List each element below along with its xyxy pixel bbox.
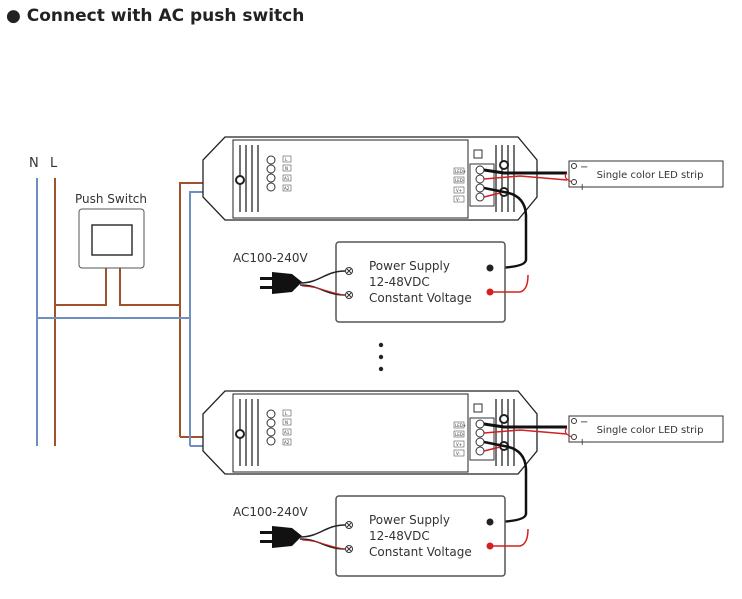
led-strip-label: Single color LED strip bbox=[597, 170, 704, 181]
terminal-l: L bbox=[285, 157, 288, 162]
terminal-a2: A2 bbox=[284, 186, 290, 191]
led-strip-2-label: Single color LED strip bbox=[597, 425, 704, 436]
live-label: L bbox=[50, 156, 58, 171]
controller-1: L N A1 A2 LED+ LED- V+ V- bbox=[202, 136, 568, 270]
ac-input-label-2: AC100-240V bbox=[233, 505, 309, 519]
ps2-line-3: Constant Voltage bbox=[369, 545, 472, 559]
led-strip-1 bbox=[564, 160, 724, 188]
ps2-line-1: Power Supply bbox=[369, 513, 450, 527]
live-to-switch-wire bbox=[55, 268, 107, 306]
more-units-ellipsis bbox=[378, 342, 384, 372]
switch-output-wire bbox=[119, 268, 180, 306]
led-strip-minus: − bbox=[580, 162, 588, 173]
ps-line-3: Constant Voltage bbox=[369, 291, 472, 305]
ps-line-2: 12-48VDC bbox=[369, 275, 430, 289]
page-title: ● Connect with AC push switch bbox=[6, 6, 305, 26]
neutral-label: N bbox=[29, 156, 39, 171]
terminal-v-plus: V+ bbox=[456, 188, 462, 193]
terminal-n: N bbox=[285, 166, 288, 171]
terminal-led-plus: LED+ bbox=[455, 169, 466, 174]
terminal-v-minus: V- bbox=[456, 197, 461, 202]
led-strip-2-minus: − bbox=[580, 417, 588, 428]
ps-line-1: Power Supply bbox=[369, 259, 450, 273]
push-switch-label: Push Switch bbox=[75, 192, 147, 206]
terminal-led-minus: LED- bbox=[455, 178, 465, 183]
push-switch-button bbox=[91, 224, 133, 256]
power-supply-1 bbox=[260, 241, 529, 323]
ps2-line-2: 12-48VDC bbox=[369, 529, 430, 543]
ac-input-label: AC100-240V bbox=[233, 251, 309, 265]
led-strip-2-plus: + bbox=[578, 437, 586, 448]
terminal-a1: A1 bbox=[284, 176, 290, 181]
led-strip-plus: + bbox=[578, 182, 586, 193]
